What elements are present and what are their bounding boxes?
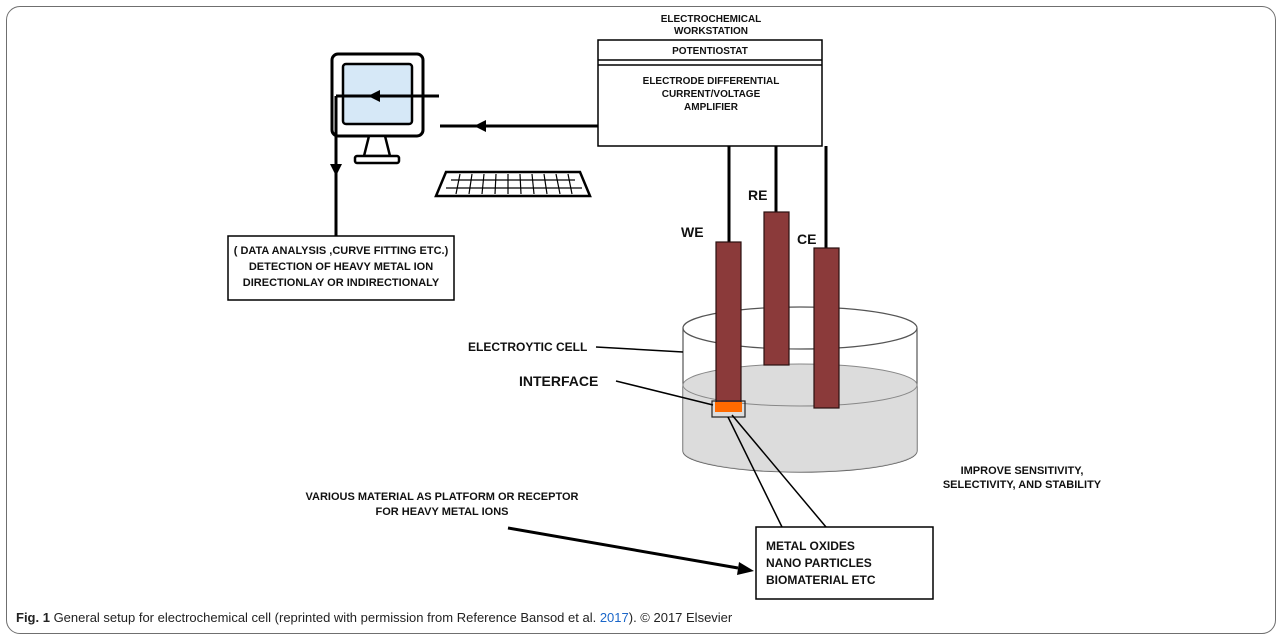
- amplifier-line3: AMPLIFIER: [684, 102, 739, 113]
- figure-frame: [6, 6, 1276, 634]
- keyboard: [434, 170, 592, 198]
- figure-number: Fig. 1: [16, 610, 50, 625]
- caption-text-before: General setup for electrochemical cell (…: [49, 610, 600, 625]
- reference-electrode: [763, 211, 790, 366]
- re-label: RE: [748, 187, 767, 203]
- improve-line1: IMPROVE SENSITIVITY,: [961, 465, 1084, 477]
- electrode-wires: [727, 146, 828, 248]
- caption-text-after: ). © 2017 Elsevier: [628, 610, 733, 625]
- improve-line2: SELECTIVITY, AND STABILITY: [943, 479, 1102, 491]
- platform-line1: VARIOUS MATERIAL AS PLATFORM OR RECEPTOR: [306, 491, 579, 503]
- electrolytic-cell-label: ELECTROYTIC CELL: [468, 340, 587, 354]
- materials-pointers: [727, 414, 827, 528]
- materials-line1: METAL OXIDES: [766, 539, 855, 553]
- potentiostat-label: POTENTIOSTAT: [672, 46, 748, 57]
- figure-caption: Fig. 1 General setup for electrochemical…: [16, 610, 1266, 625]
- materials-box: METAL OXIDES NANO PARTICLES BIOMATERIAL …: [755, 526, 934, 600]
- we-label: WE: [681, 224, 704, 240]
- interface-layer: [715, 402, 742, 412]
- caption-reference-link[interactable]: 2017: [599, 610, 629, 625]
- materials-line3: BIOMATERIAL ETC: [766, 573, 876, 587]
- workstation-title-line2: WORKSTATION: [674, 26, 748, 37]
- cell-pointer: [595, 346, 684, 353]
- data-analysis-box: ( DATA ANALYSIS ,CURVE FITTING ETC.) DET…: [227, 235, 455, 301]
- counter-electrode: [813, 247, 840, 409]
- data-box-line1: ( DATA ANALYSIS ,CURVE FITTING ETC.): [234, 245, 449, 257]
- platform-arrow: [507, 526, 754, 575]
- data-box-line2: DETECTION OF HEAVY METAL ION: [249, 261, 433, 273]
- monitor: [330, 52, 425, 165]
- working-electrode: [711, 241, 746, 418]
- workstation-title: ELECTROCHEMICAL WORKSTATION: [661, 14, 762, 37]
- interface-pointer: [615, 380, 714, 406]
- workstation-box: POTENTIOSTAT ELECTRODE DIFFERENTIAL CURR…: [597, 39, 823, 147]
- arrow-computer-to-data-box: [330, 90, 439, 236]
- amplifier-line1: ELECTRODE DIFFERENTIAL: [643, 76, 780, 87]
- ce-label: CE: [797, 231, 816, 247]
- data-box-line3: DIRECTIONLAY OR INDIRECTIONALY: [243, 277, 440, 289]
- materials-line2: NANO PARTICLES: [766, 556, 872, 570]
- workstation-title-line1: ELECTROCHEMICAL: [661, 14, 762, 25]
- amplifier-line2: CURRENT/VOLTAGE: [662, 89, 761, 100]
- platform-line2: FOR HEAVY METAL IONS: [375, 506, 508, 518]
- interface-label: INTERFACE: [519, 373, 598, 389]
- arrow-workstation-to-computer: [440, 120, 598, 132]
